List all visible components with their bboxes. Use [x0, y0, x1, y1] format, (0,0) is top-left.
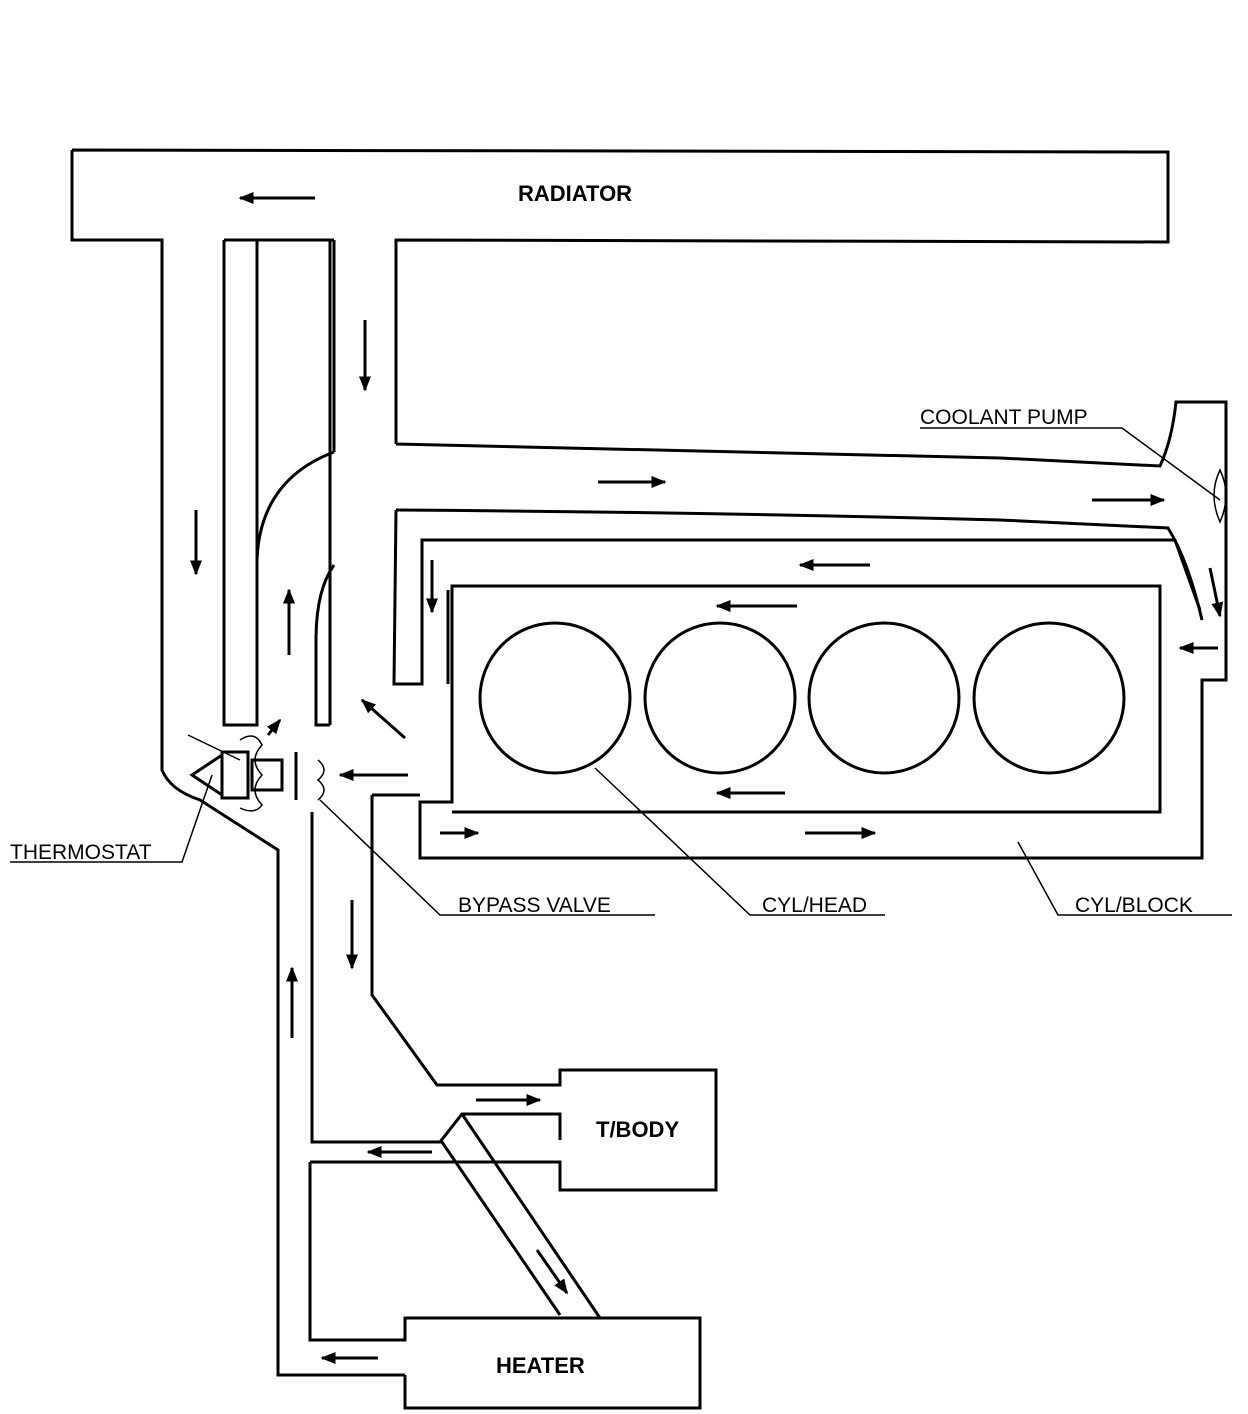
cylinder-1: [478, 621, 632, 775]
cylinder-4: [972, 621, 1126, 775]
coolant-pump-impeller-icon: [1213, 468, 1227, 524]
cylinder-2: [643, 621, 797, 775]
heater-label: HEATER: [496, 1353, 585, 1378]
cyl-head-passage: [392, 509, 1202, 686]
heater-pipes: [308, 1113, 702, 1410]
bypass-valve-label: BYPASS VALVE: [458, 894, 611, 917]
cylinder-3: [807, 621, 961, 775]
flow-arrows: [190, 192, 1224, 1364]
cyl-block-label: CYL/BLOCK: [1075, 894, 1193, 917]
radiator-outline: [70, 148, 1170, 1377]
coolant-pump-housing: [395, 400, 1228, 860]
cyl-head-label: CYL/HEAD: [762, 894, 867, 917]
thermostat-label: THERMOSTAT: [10, 841, 152, 864]
radiator-label: RADIATOR: [518, 181, 632, 206]
thermostat-junction: [310, 793, 718, 1192]
leader-lines: [10, 427, 1232, 916]
bypass-curve-pipe: [255, 450, 336, 727]
bypass-valve-icon: [316, 759, 325, 801]
coolant-pump-label: COOLANT PUMP: [920, 406, 1088, 429]
t-body-label: T/BODY: [596, 1117, 679, 1142]
thermostat-icon: [187, 734, 298, 812]
